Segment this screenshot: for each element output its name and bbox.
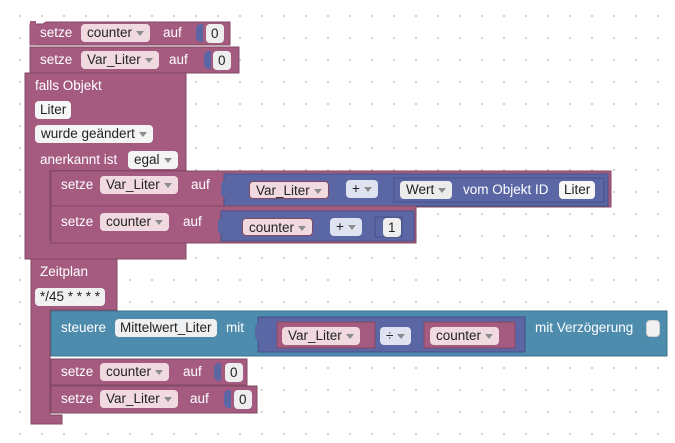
- inner-set-liter-to: auf: [191, 177, 210, 192]
- value-socket: [224, 390, 231, 408]
- control-target-field[interactable]: Mittelwert_Liter: [115, 319, 217, 337]
- sum-operator-dropdown[interactable]: +: [346, 180, 378, 198]
- schedule-set-counter-verb: setze: [61, 364, 94, 379]
- schedule-set-liter-verb: setze: [61, 391, 94, 406]
- sum-counter-var-dropdown[interactable]: counter: [242, 218, 314, 236]
- set-var-liter-verb: setze: [40, 52, 73, 67]
- schedule-cron-field[interactable]: */45 * * * *: [35, 288, 106, 306]
- object-id-label: vom Objekt ID: [463, 182, 549, 197]
- value-socket: [214, 363, 221, 381]
- inner-set-counter-block[interactable]: setze counter auf counter + 1: [50, 205, 425, 245]
- trigger-condition-dropdown[interactable]: wurde geändert: [35, 125, 153, 143]
- var-liter-initial-number[interactable]: 0: [213, 51, 231, 70]
- value-socket: [218, 217, 225, 235]
- schedule-counter-var-dropdown[interactable]: counter: [100, 363, 170, 381]
- var-liter-variable-dropdown[interactable]: Var_Liter: [81, 51, 159, 69]
- schedule-title: Zeitplan: [40, 264, 89, 279]
- schedule-liter-var-dropdown[interactable]: Var_Liter: [100, 390, 178, 408]
- delay-label: mit Verzögerung: [535, 320, 634, 335]
- trigger-object-field[interactable]: Liter: [35, 101, 72, 119]
- schedule-set-liter-to: auf: [190, 391, 209, 406]
- control-with: mit: [226, 320, 244, 335]
- schedule-set-counter-to: auf: [183, 364, 202, 379]
- divisor-var-dropdown[interactable]: counter: [430, 327, 500, 345]
- control-state-block[interactable]: steuere Mittelwert_Liter mit Var_Liter ÷…: [50, 310, 670, 358]
- schedule-set-counter-block[interactable]: setze counter auf 0: [50, 358, 255, 386]
- dividend-var-dropdown[interactable]: Var_Liter: [282, 327, 360, 345]
- inner-set-liter-verb: setze: [61, 177, 94, 192]
- counter-operator-dropdown[interactable]: +: [330, 218, 362, 236]
- set-counter-block[interactable]: setze counter auf 0: [0, 0, 240, 48]
- object-attribute-dropdown[interactable]: Wert: [400, 181, 453, 199]
- trigger-ack-dropdown[interactable]: egal: [128, 151, 178, 169]
- inner-set-counter-verb: setze: [61, 214, 94, 229]
- inner-set-counter-to: auf: [183, 214, 202, 229]
- schedule-block[interactable]: Zeitplan */45 * * * * steuere Mittelwert…: [0, 258, 675, 428]
- trigger-title: falls Objekt: [35, 78, 102, 93]
- counter-increment-number[interactable]: 1: [383, 218, 401, 237]
- set-var-liter-to: auf: [169, 52, 188, 67]
- value-socket: [196, 24, 203, 42]
- schedule-set-var-liter-block[interactable]: setze Var_Liter auf 0: [50, 385, 260, 415]
- value-socket: [255, 323, 262, 341]
- object-trigger-block[interactable]: falls Objekt Liter wurde geändert anerka…: [0, 72, 640, 264]
- control-verb: steuere: [61, 320, 107, 335]
- trigger-ack-label: anerkannt ist: [40, 152, 118, 167]
- object-id-field[interactable]: Liter: [559, 181, 596, 199]
- sum-left-var-dropdown[interactable]: Var_Liter: [249, 181, 329, 199]
- value-socket: [221, 180, 228, 198]
- set-var-liter-block[interactable]: setze Var_Liter auf 0: [0, 46, 245, 74]
- delay-checkbox[interactable]: [646, 320, 660, 337]
- schedule-liter-number[interactable]: 0: [234, 390, 252, 409]
- inner-set-liter-var-dropdown[interactable]: Var_Liter: [100, 176, 178, 194]
- inner-set-var-liter-block[interactable]: setze Var_Liter auf Var_Liter + Wert vom…: [50, 170, 620, 208]
- schedule-counter-number[interactable]: 0: [225, 363, 243, 382]
- divide-operator-dropdown[interactable]: ÷: [380, 327, 412, 345]
- set-counter-to: auf: [163, 25, 182, 40]
- counter-initial-number[interactable]: 0: [206, 24, 224, 43]
- inner-set-counter-var-dropdown[interactable]: counter: [100, 213, 170, 231]
- value-socket: [204, 51, 211, 69]
- counter-variable-dropdown[interactable]: counter: [81, 24, 151, 42]
- set-counter-verb: setze: [40, 25, 73, 40]
